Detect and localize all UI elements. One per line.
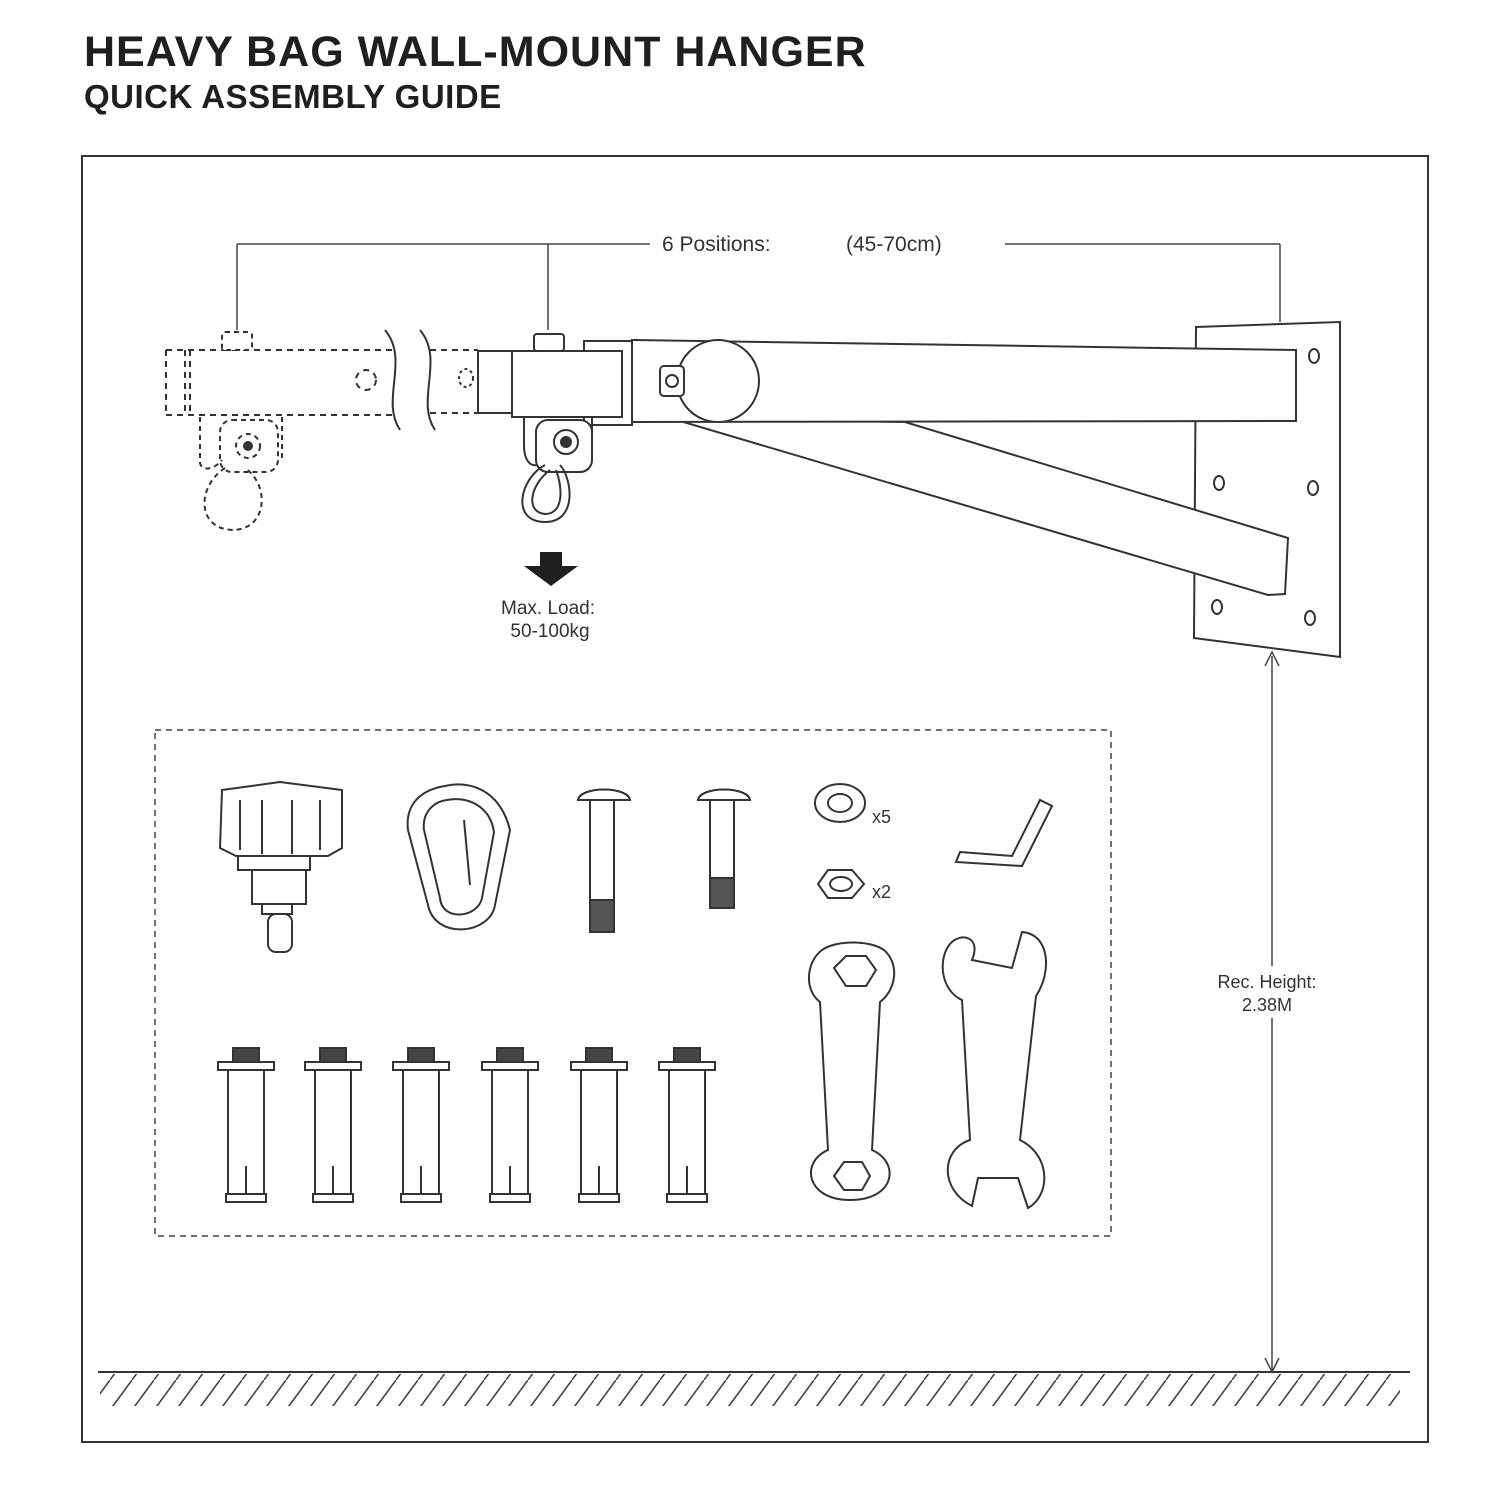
ring-wrench-icon — [807, 941, 896, 1202]
positions-dimension — [236, 243, 1281, 330]
hook-assembly — [521, 417, 593, 524]
page-subtitle: QUICK ASSEMBLY GUIDE — [84, 78, 502, 115]
anchor-bolt-icon — [217, 1047, 275, 1203]
wrench-icon — [941, 930, 1048, 1210]
page-title: HEAVY BAG WALL-MOUNT HANGER — [84, 28, 867, 76]
anchor-bolt-icon — [658, 1047, 716, 1203]
washer-icon — [814, 783, 866, 823]
positions-range: (45-70cm) — [846, 233, 942, 256]
nut-icon — [816, 869, 866, 899]
hook-assembly-ghost — [199, 417, 283, 532]
anchor-bolt-icon — [392, 1047, 450, 1203]
anchor-bolt-icon — [570, 1047, 628, 1203]
locking-knob — [659, 339, 760, 423]
anchor-bolts — [217, 1047, 716, 1203]
floor — [98, 1371, 1410, 1406]
short-bolt-icon — [696, 788, 752, 909]
position-pin-right — [533, 333, 565, 352]
height-value: 2.38M — [1242, 995, 1292, 1015]
nut-quantity: x2 — [872, 882, 891, 902]
positions-label: 6 Positions: — [662, 233, 771, 256]
anchor-bolt-icon — [304, 1047, 362, 1203]
diagram-frame — [81, 155, 1429, 1443]
hex-key-icon — [954, 798, 1054, 868]
break-marks — [384, 329, 436, 431]
sliding-collar — [511, 340, 633, 426]
position-pin-left — [221, 331, 253, 351]
height-label: Rec. Height: — [1217, 972, 1316, 992]
extended-tube — [165, 349, 478, 416]
carabiner-icon — [406, 783, 512, 931]
parts-box — [154, 729, 1112, 1237]
load-value: 50-100kg — [510, 621, 589, 642]
load-label: Max. Load: — [501, 598, 595, 619]
down-arrow-icon — [524, 552, 578, 586]
long-bolt-icon — [576, 788, 632, 933]
knob-part-icon — [218, 780, 343, 953]
wall-plate-holes — [1211, 348, 1320, 626]
washer-quantity: x5 — [872, 807, 891, 827]
anchor-bolt-icon — [481, 1047, 539, 1203]
inner-tube — [458, 350, 513, 414]
